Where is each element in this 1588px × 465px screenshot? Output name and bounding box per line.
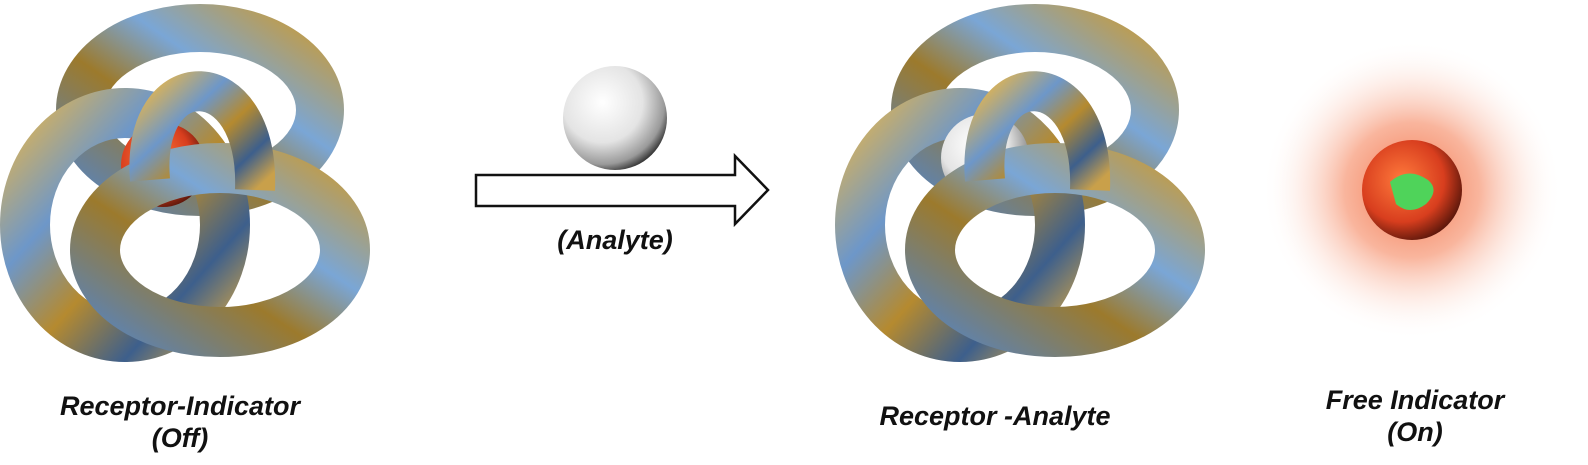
torus-ring (835, 88, 1085, 362)
analyte-label: (Analyte) (520, 224, 710, 256)
receptor-indicator-label: Receptor-Indicator (Off) (20, 390, 340, 454)
free-indicator-state: (On) (1387, 417, 1443, 447)
receptor-indicator-text: Receptor-Indicator (59, 391, 301, 421)
receptor-analyte-label: Receptor -Analyte (840, 400, 1150, 432)
receptor-analyte-complex (835, 4, 1205, 362)
receptor-analyte-text: Receptor -Analyte (879, 401, 1111, 431)
analyte-sphere (563, 66, 667, 170)
receptor-indicator-state: (Off) (151, 423, 209, 453)
indicator-green-patch (1390, 173, 1434, 210)
free-indicator-text: Free Indicator (1325, 385, 1505, 415)
torus-ring (0, 88, 250, 362)
torus-ring (70, 143, 370, 357)
torus-arch (964, 71, 1111, 191)
free-indicator-label: Free Indicator (On) (1290, 384, 1540, 448)
receptor-indicator-complex (0, 4, 370, 362)
torus-arch (129, 71, 276, 191)
analyte-label-text: (Analyte) (557, 225, 673, 255)
free-indicator (1262, 40, 1562, 340)
reaction-arrow (474, 152, 770, 228)
torus-ring (905, 143, 1205, 357)
